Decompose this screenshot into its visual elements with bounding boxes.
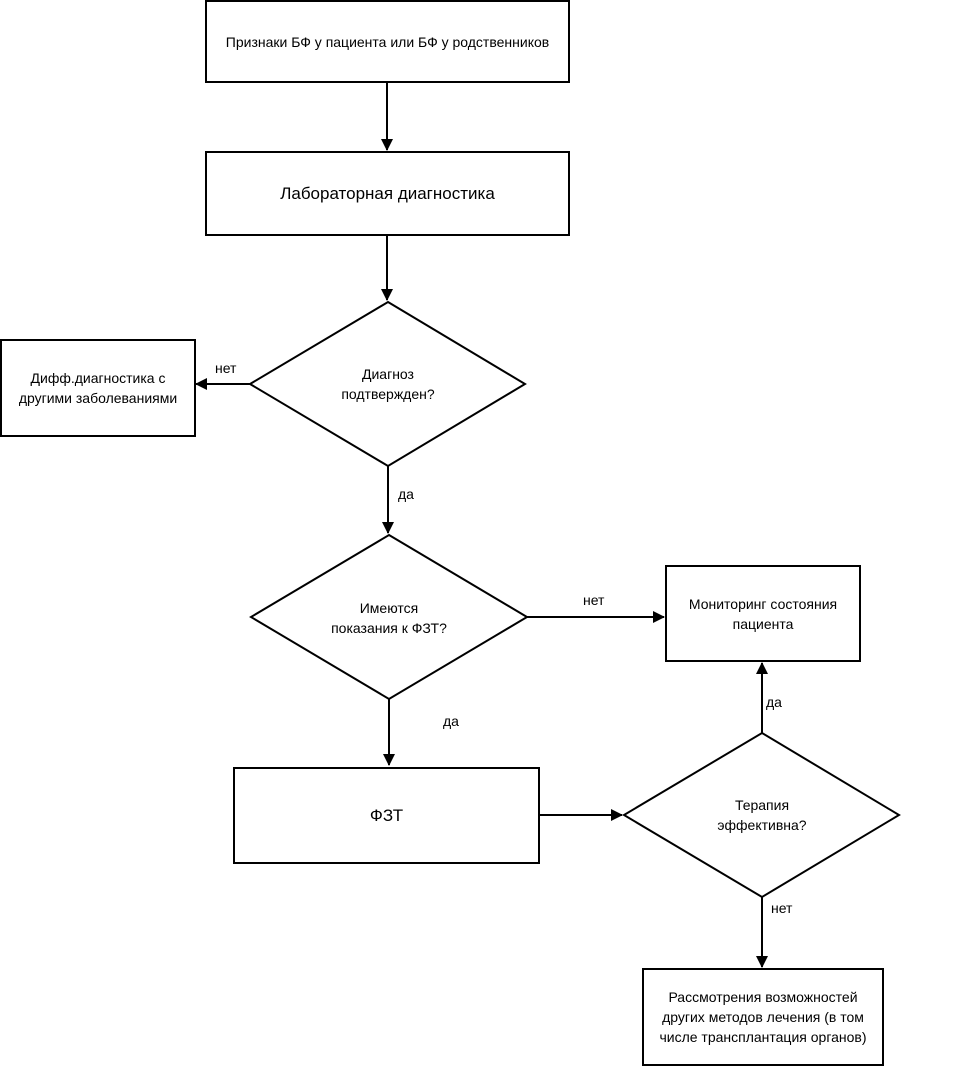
decision-indications-text: Имеются показания к ФЗТ? <box>331 600 447 636</box>
decision-indications-text-wrap: Имеются показания к ФЗТ? <box>329 585 449 651</box>
node-other-methods: Рассмотрения возможностей других методов… <box>642 968 884 1066</box>
decision-effective-text: Терапия эффективна? <box>717 797 807 833</box>
node-other-text: Рассмотрения возможностей других методов… <box>659 989 867 1045</box>
node-signs: Признаки БФ у пациента или БФ у родствен… <box>205 0 570 83</box>
label-confirmed-yes: да <box>398 486 414 502</box>
label-effective-yes: да <box>766 694 782 710</box>
node-signs-text: Признаки БФ у пациента или БФ у родствен… <box>225 33 550 50</box>
decision-effective-text-wrap: Терапия эффективна? <box>697 785 827 845</box>
node-monitoring-text: Мониторинг состояния пациента <box>688 595 838 632</box>
node-diff-diagnostics: Дифф.диагностика с другими заболеваниями <box>0 339 196 437</box>
node-diff-text: Дифф.диагностика с другими заболеваниями <box>18 370 178 406</box>
node-lab-diagnostics: Лабораторная диагностика <box>205 151 570 236</box>
node-lab-text: Лабораторная диагностика <box>280 183 495 203</box>
node-monitoring: Мониторинг состояния пациента <box>665 565 861 662</box>
label-effective-no: нет <box>771 900 793 916</box>
label-indications-no: нет <box>583 592 605 608</box>
node-fzt-text: ФЗТ <box>369 805 404 825</box>
node-fzt: ФЗТ <box>233 767 540 864</box>
decision-confirmed-text-wrap: Диагноз подтвержден? <box>318 354 458 414</box>
label-confirmed-no: нет <box>215 360 237 376</box>
label-indications-yes: да <box>443 713 459 729</box>
decision-confirmed-text: Диагноз подтвержден? <box>341 366 435 402</box>
